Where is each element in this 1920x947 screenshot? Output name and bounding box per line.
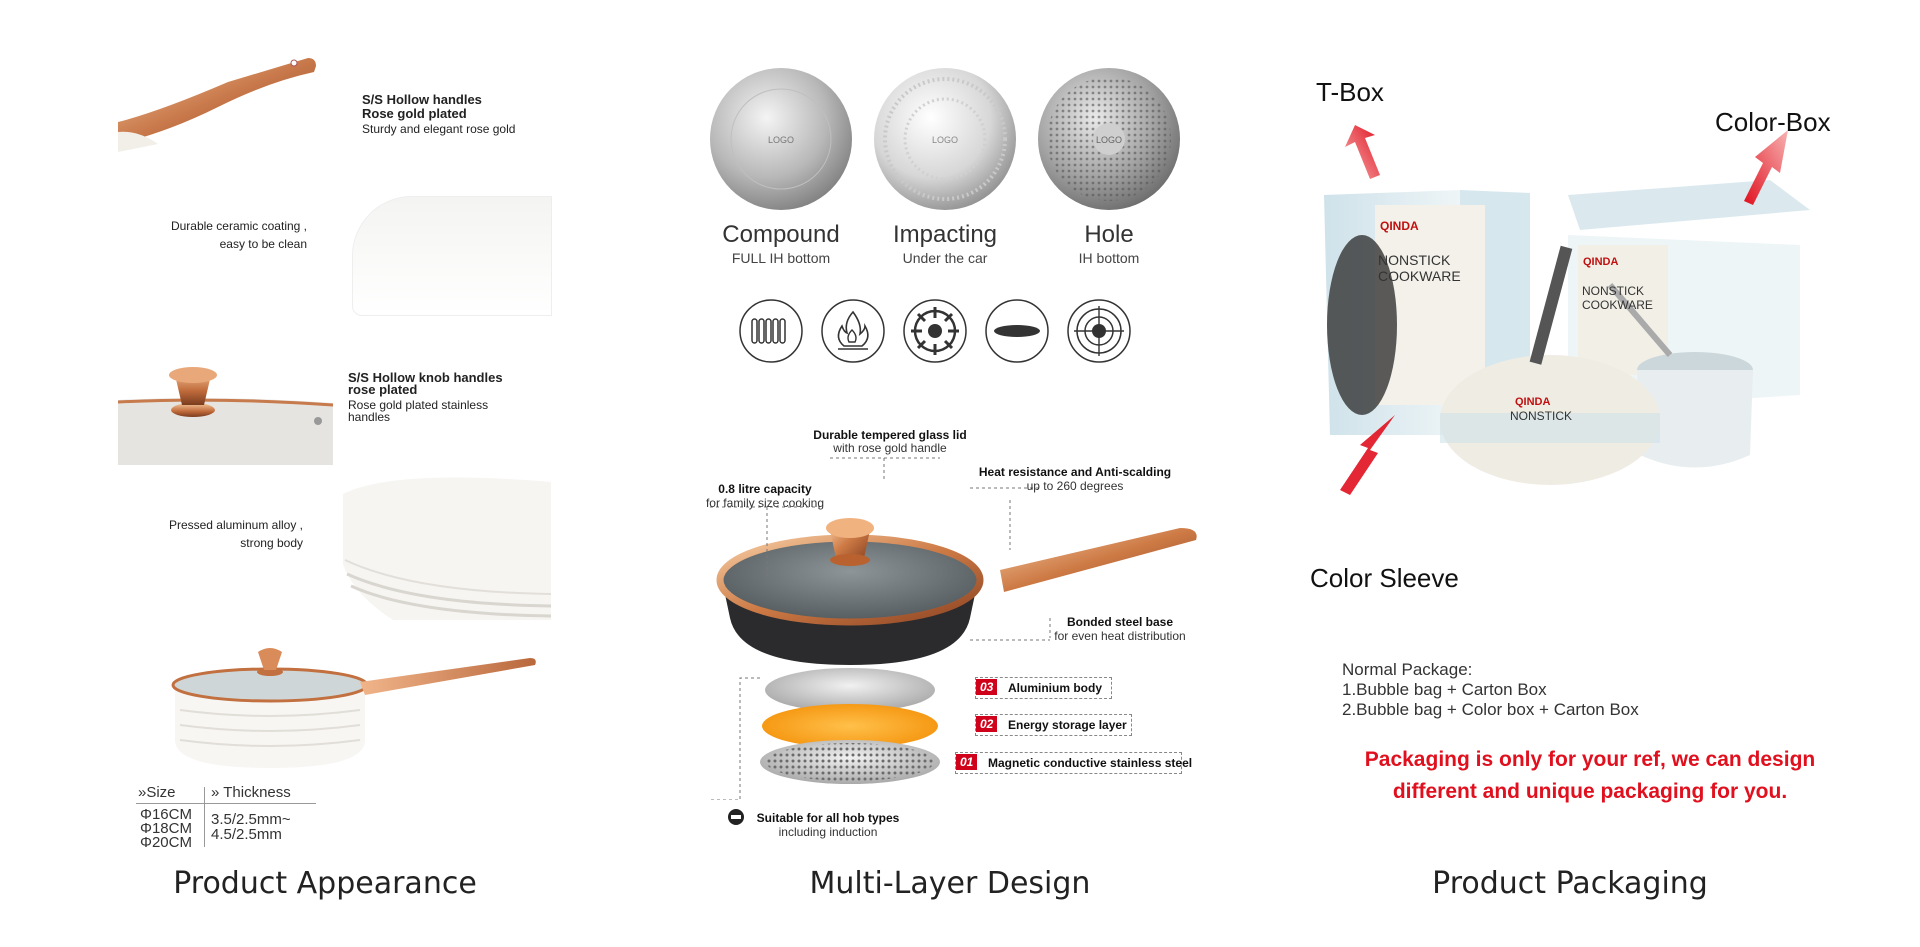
layer-01-box: 01 Magnetic conductive stainless steel [955,752,1192,774]
hob-annotation-title: Suitable for all hob types [756,811,900,825]
layer-03-box: 03 Aluminium body [975,677,1112,699]
tbox-label: T-Box [1316,77,1384,107]
lid-annotation-title: Durable tempered glass lid [813,428,967,442]
body-feature-line2: strong body [240,536,303,550]
base-annotation-title: Bonded steel base [1066,615,1174,629]
note-line-1: 1.Bubble bag + Carton Box [1342,680,1547,699]
colorbox-line2: COOKWARE [1582,298,1653,312]
spec-size-1: Φ16CM [140,806,192,823]
capacity-annotation-sub: for family size cooking [705,496,825,510]
multilayer-title: Multi-Layer Design [809,866,1091,901]
layer-02-label: Energy storage layer [1008,718,1127,732]
body-photo [343,477,551,620]
layer-03-label: Aluminium body [1008,681,1102,695]
coating-feature-line2: easy to be clean [219,237,307,251]
colorbox-brand: QINDA [1583,256,1619,268]
packaging-photo: QINDA NONSTICK COOKWARE QINDA NONSTICK C… [1324,125,1810,495]
layer-01-label: Magnetic conductive stainless steel [988,756,1193,770]
red-note-line2: different and unique packaging for you. [1392,780,1788,803]
layer-02-box: 02 Energy storage layer [975,714,1132,736]
spec-size-3: Φ20CM [140,834,192,851]
hole-sub: IH bottom [1078,250,1140,266]
lid-annotation-sub: with rose gold handle [833,441,947,455]
sleeve-brand: QINDA [1515,396,1551,408]
appearance-title: Product Appearance [173,866,477,901]
spec-table: »Size » Thickness Φ16CM Φ18CM Φ20CM 3.5/… [136,784,316,851]
body-feature-line1: Pressed aluminum alloy , [168,518,303,532]
layer-03-badge: 03 [976,679,998,695]
gas-flame-icon [821,299,885,363]
capacity-annotation-title: 0.8 litre capacity [718,482,812,496]
layer-01-badge: 01 [956,754,978,770]
coating-photo [352,196,552,316]
handle-feature-line2: Rose gold plated [362,106,467,121]
spec-size-2: Φ18CM [140,820,192,837]
compound-name: Compound [722,221,840,248]
hole-bottom-disc: LOGO [1038,68,1180,210]
induction-coil-icon [739,299,803,363]
ceramic-hob-icon [1067,299,1131,363]
hob-annotation-sub: including induction [778,825,878,839]
colorbox-line1: NONSTICK [1582,284,1644,298]
spec-size-header: »Size [138,784,176,801]
knob-photo [118,367,333,465]
hob-badge-icon [728,809,744,825]
impacting-bottom-disc: LOGO [874,68,1016,210]
note-title: Normal Package: [1342,660,1473,679]
impacting-logo: LOGO [932,135,958,145]
handle-photo [118,58,316,152]
layer-02-badge: 02 [976,716,998,732]
sleeve-label: Color Sleeve [1310,563,1459,593]
hole-logo: LOGO [1096,135,1122,145]
heat-annotation-sub: up to 260 degrees [1026,479,1124,493]
hole-name: Hole [1084,221,1134,248]
saucepan-photo [171,648,536,768]
packaging-title: Product Packaging [1432,866,1708,901]
knob-feature-line4: handles [348,410,391,424]
base-annotation-sub: for even heat distribution [1054,629,1186,643]
knob-feature-line1: S/S Hollow knob handles [348,370,503,385]
tbox-line1: NONSTICK [1378,252,1451,268]
electric-plate-icon [985,299,1049,363]
spec-thickness-2: 4.5/2.5mm [211,826,282,843]
tbox-brand: QINDA [1380,219,1419,233]
impacting-sub: Under the car [902,250,988,266]
handle-feature-line3: Sturdy and elegant rose gold [362,122,516,136]
sleeve-line1: NONSTICK [1510,409,1572,423]
knob-feature-line3: Rose gold plated stainless [348,398,489,412]
spec-thickness-1: 3.5/2.5mm~ [211,811,291,828]
knob-feature-line2: rose plated [348,382,418,397]
coating-feature-line1: Durable ceramic coating , [170,219,307,233]
impacting-name: Impacting [892,221,998,248]
compound-sub: FULL IH bottom [731,250,831,266]
handle-feature-line1: S/S Hollow handles [362,92,482,107]
red-note-line1: Packaging is only for your ref, we can d… [1364,748,1816,771]
spec-col-divider [204,787,205,847]
tbox-line2: COOKWARE [1378,268,1461,284]
note-line-2: 2.Bubble bag + Color box + Carton Box [1342,700,1639,719]
gas-burner-icon [903,299,967,363]
colorbox-label: Color-Box [1715,107,1831,137]
spec-divider [136,803,316,804]
spec-thickness-header: » Thickness [211,784,291,801]
pan-diagram [710,457,1197,800]
compound-logo: LOGO [768,135,794,145]
heat-annotation-title: Heat resistance and Anti-scalding [978,465,1172,479]
compound-bottom-disc: LOGO [710,68,852,210]
